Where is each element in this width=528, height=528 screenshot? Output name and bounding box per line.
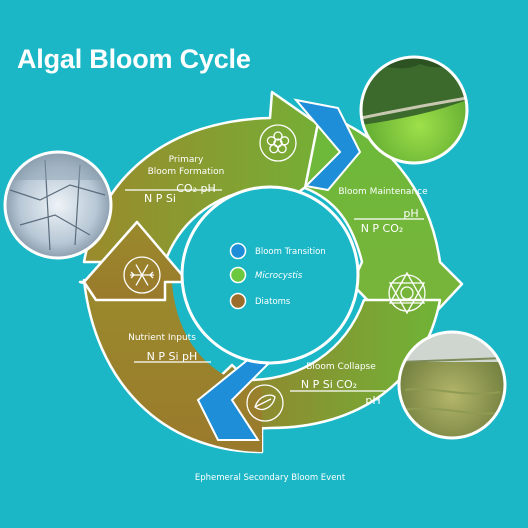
legend-swatch-transition — [229, 242, 247, 260]
murky-shoreline-photo — [397, 330, 507, 440]
ring-segment-primary — [82, 90, 357, 264]
inner-circle — [180, 185, 360, 365]
green-bloom-lake-photo — [359, 55, 469, 165]
collapse-chem-above: N P Si CO₂ — [301, 378, 357, 391]
nutrient-chem-above: N P Si pH — [147, 350, 198, 363]
transition-wedge-top — [293, 98, 362, 192]
snowflake-icon — [123, 256, 161, 294]
primary-chem-above: CO₂ pH — [176, 182, 216, 195]
collapse-label: Bloom Collapse — [306, 362, 376, 372]
legend: Bloom Transition Microcystis Diatoms — [229, 242, 326, 310]
collapse-chem-below: pH — [365, 394, 380, 407]
maintenance-label: Bloom Maintenance — [338, 187, 428, 197]
legend-swatch-diatoms — [229, 292, 247, 310]
leaf-icon — [246, 384, 284, 422]
legend-label-diatoms: Diatoms — [255, 297, 291, 307]
page-title: Algal Bloom Cycle — [17, 44, 251, 74]
nutrient-label: Nutrient Inputs — [128, 333, 196, 343]
footer-caption: Ephemeral Secondary Bloom Event — [195, 473, 346, 483]
ice-covered-lake-photo — [3, 150, 113, 260]
maintenance-chem-above: pH — [403, 207, 418, 220]
legend-label-transition: Bloom Transition — [255, 247, 326, 257]
star-of-david-icon — [388, 271, 426, 315]
legend-label-microcystis: Microcystis — [255, 271, 303, 281]
primary-label-line1: Primary — [169, 155, 204, 165]
up-arrow-nutrient — [82, 220, 190, 302]
maintenance-chem-below: N P CO₂ — [361, 222, 404, 235]
primary-chem-below: N P Si — [144, 192, 176, 205]
legend-swatch-microcystis — [229, 266, 247, 284]
primary-label-line2: Bloom Formation — [148, 167, 225, 177]
flower-icon — [259, 124, 297, 162]
